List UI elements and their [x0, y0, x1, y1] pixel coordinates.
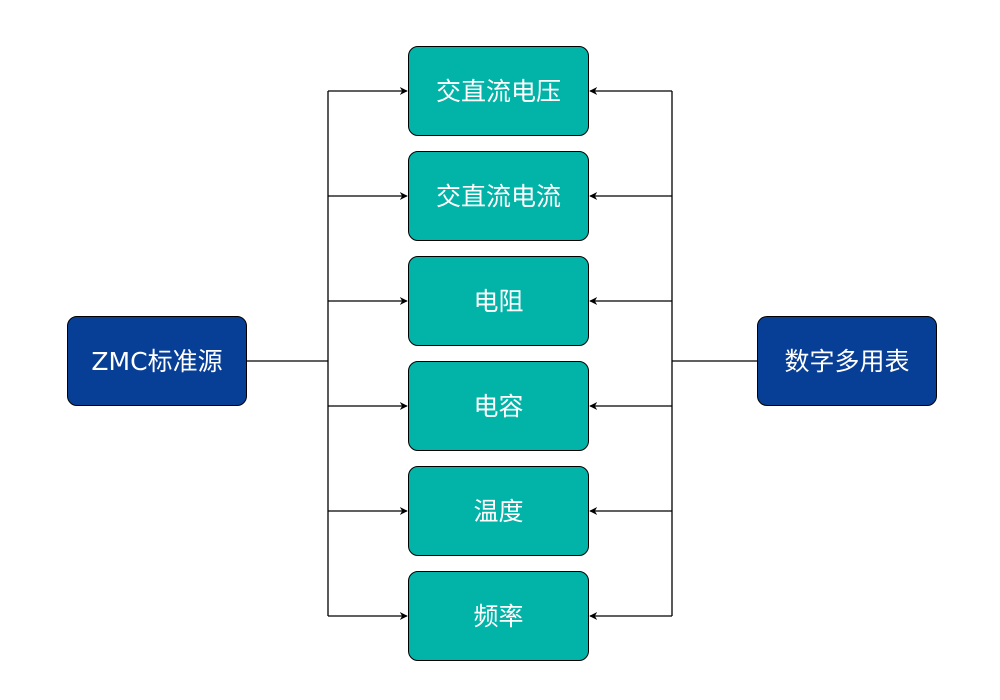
measurement-label: 交直流电流	[435, 181, 561, 211]
meter-connector	[671, 91, 757, 616]
measurement-node-frequency: 频率	[408, 571, 589, 661]
measurement-node-temperature: 温度	[408, 466, 589, 556]
source-connector	[247, 91, 329, 616]
measurement-node-resistance: 电阻	[408, 256, 589, 346]
measurement-label: 电容	[473, 391, 524, 421]
measurement-node-ac-dc-voltage: 交直流电压	[408, 46, 589, 136]
digital-multimeter-node: 数字多用表	[757, 316, 937, 406]
zmc-standard-source-node: ZMC标准源	[67, 316, 247, 406]
measurement-label: 电阻	[473, 286, 524, 316]
measurement-label: 温度	[473, 496, 524, 526]
zmc-standard-source-label: ZMC标准源	[91, 346, 223, 376]
measurement-label: 频率	[473, 601, 524, 631]
measurement-node-capacitance: 电容	[408, 361, 589, 451]
measurement-node-ac-dc-current: 交直流电流	[408, 151, 589, 241]
digital-multimeter-label: 数字多用表	[784, 346, 910, 376]
measurement-label: 交直流电压	[435, 76, 561, 106]
